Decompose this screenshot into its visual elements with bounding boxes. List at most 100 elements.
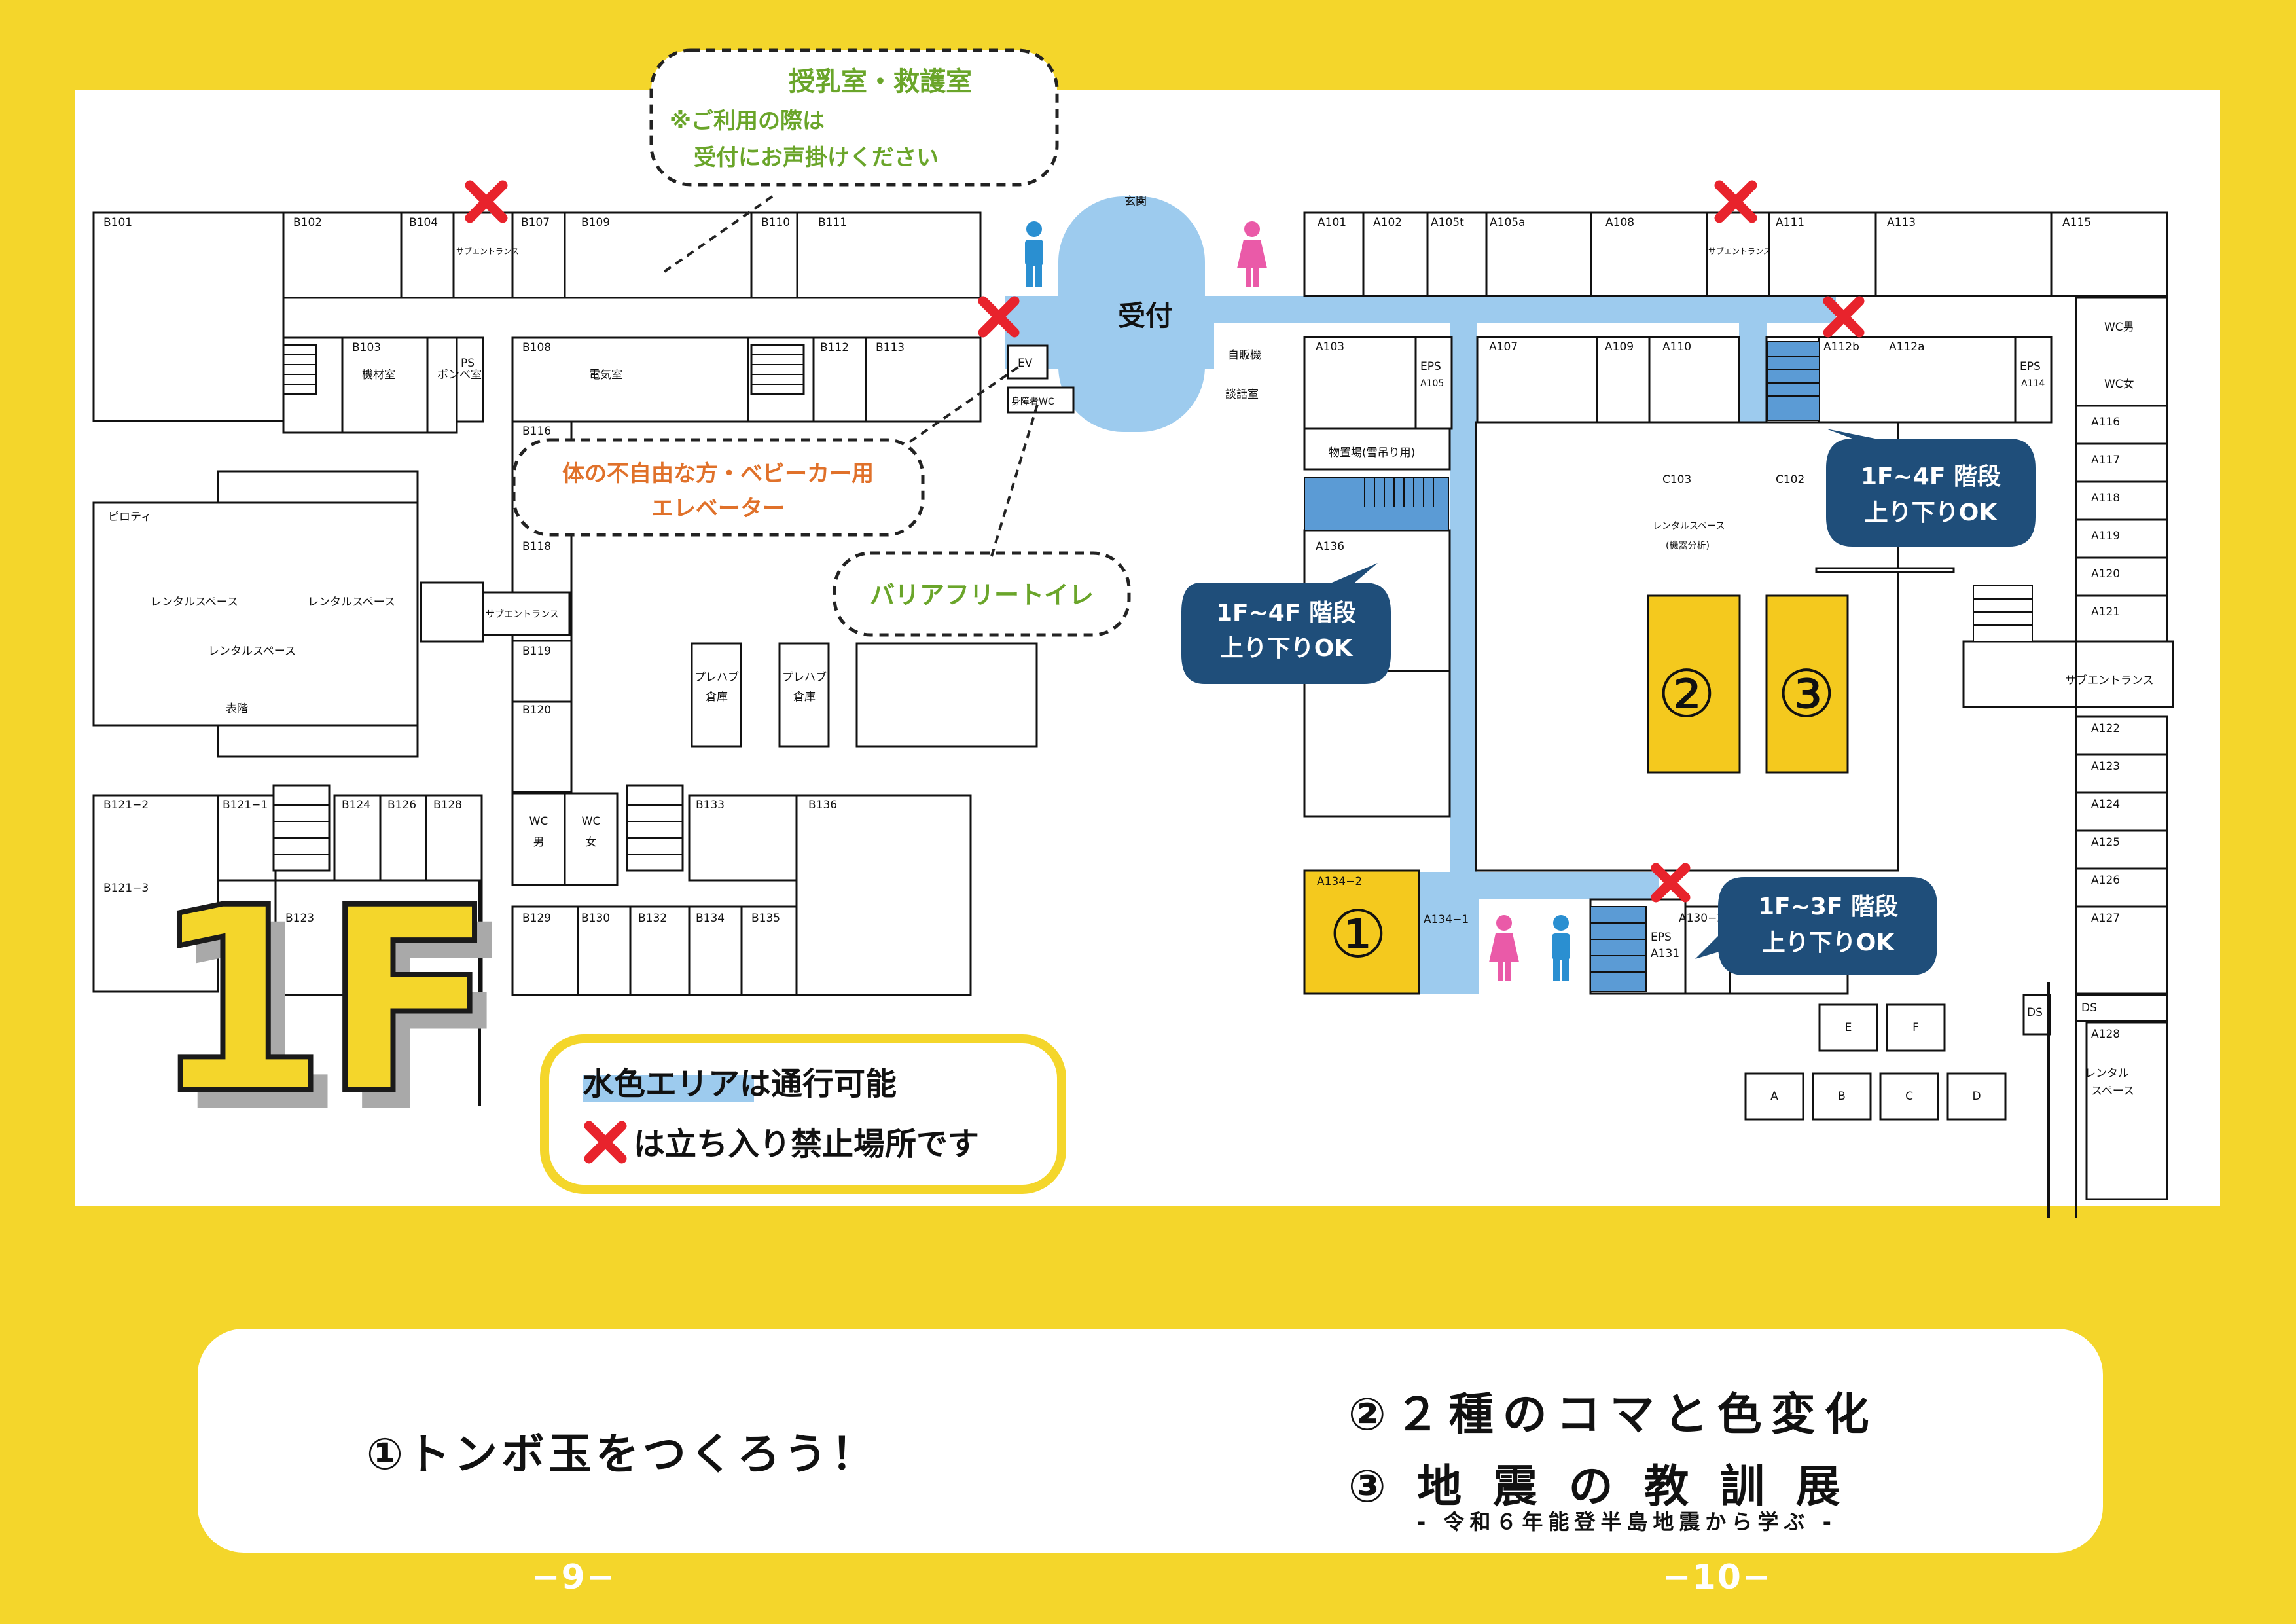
room-label: A130−2 [1679, 912, 1724, 925]
room-label: スペース [2091, 1085, 2134, 1098]
room-label: A112a [1889, 340, 1925, 353]
room-label: A108 [1605, 216, 1634, 229]
room-label: EPS [1420, 360, 1441, 373]
room-label: B119 [522, 645, 551, 658]
room-label: A128 [2091, 1028, 2120, 1041]
reception-label: 受付 [1118, 300, 1173, 332]
b-building [92, 211, 1075, 1106]
room-label: 男 [533, 836, 545, 849]
stair-bubble: 1F~3F 階段 上り下りOK [1695, 877, 1937, 975]
event-title-1: ①トンボ玉をつくろう！ [367, 1429, 878, 1479]
room-label: EPS [1651, 931, 1672, 944]
room-label: B128 [433, 799, 462, 812]
room-label: PS [461, 357, 475, 370]
room-label: C [1905, 1090, 1913, 1103]
room-label: プレハブ [694, 670, 739, 684]
room-label: レンタル [2085, 1067, 2129, 1080]
room-label: A109 [1605, 340, 1634, 353]
room-label: B102 [293, 216, 322, 229]
svg-text:※ご利用の際は: ※ご利用の際は [670, 108, 825, 134]
room-label: B130 [581, 912, 610, 925]
svg-text:上り下りOK: 上り下りOK [1762, 929, 1895, 956]
room-label: A119 [2091, 530, 2120, 543]
page-number-right: −10− [1662, 1558, 1772, 1597]
room-label: サブエントランス [1708, 246, 1771, 256]
room-label: B103 [352, 341, 381, 354]
room-label: A122 [2091, 722, 2120, 735]
room-label: B121−3 [103, 882, 149, 895]
stairs [272, 344, 805, 872]
room-label: 電気室 [589, 369, 622, 382]
room-label: B118 [522, 540, 551, 553]
room-label: A121 [2091, 605, 2120, 619]
room-label: 自販機 [1228, 349, 1261, 362]
room-label: サブエントランス [456, 246, 519, 256]
event-subtitle: - 令和６年能登半島地震から学ぶ - [1417, 1509, 1837, 1534]
room-label: WC女 [2104, 378, 2134, 391]
room-label: 倉庫 [706, 691, 728, 704]
room-label: EV [1018, 357, 1033, 370]
room-label: A114 [2021, 378, 2045, 389]
stair-bubble: 1F~4F 階段 上り下りOK [1826, 429, 2036, 547]
room-label: A136 [1316, 540, 1344, 553]
room-label: D [1972, 1090, 1981, 1103]
left-page-panel [198, 1329, 1165, 1553]
spot-number-2: ② [1657, 656, 1716, 732]
room-label: E [1845, 1021, 1852, 1034]
spot-number-3: ③ [1777, 656, 1836, 732]
room-label: A101 [1318, 216, 1346, 229]
svg-text:1F: 1F [151, 853, 490, 1150]
svg-text:上り下りOK: 上り下りOK [1865, 499, 1998, 526]
svg-text:水色エリアは通行可能: 水色エリアは通行可能 [583, 1066, 897, 1102]
svg-text:1F~4F 階段: 1F~4F 階段 [1861, 463, 2001, 490]
room-label: A105 [1420, 378, 1444, 389]
room-label: 物置場(雪吊り用) [1329, 446, 1415, 460]
female-toilet-icon [1237, 221, 1267, 287]
room-label: 身障者WC [1011, 397, 1054, 407]
room-label: A105t [1431, 216, 1464, 229]
room-label: DS [2081, 1001, 2097, 1015]
room-label: A107 [1489, 340, 1518, 353]
entrance-label: 玄関 [1124, 195, 1147, 208]
room-label: レンタルスペース [308, 596, 395, 609]
svg-text:受付にお声掛けください: 受付にお声掛けください [694, 145, 939, 171]
stairs [1304, 341, 2033, 992]
room-label: DS [2027, 1006, 2043, 1019]
room-label: ピロティ [108, 511, 152, 524]
room-label: B108 [522, 341, 551, 354]
room-label: B110 [761, 216, 790, 229]
room-label: B107 [521, 216, 550, 229]
room-label: B136 [808, 799, 837, 812]
room-label: C102 [1776, 473, 1804, 486]
room-label: WC [529, 815, 548, 828]
room-label: A125 [2091, 836, 2120, 849]
svg-text:授乳室・救護室: 授乳室・救護室 [789, 67, 972, 97]
room-label: A124 [2091, 798, 2120, 811]
room-label: A112b [1823, 340, 1859, 353]
svg-text:1F~3F 階段: 1F~3F 階段 [1758, 893, 1898, 920]
room-label: サブエントランス [486, 609, 559, 620]
room-label: A134−2 [1317, 875, 1362, 888]
room-labels: B101 B102 B104 サブエントランス B107 B109 B110 B… [103, 216, 2154, 1103]
room-label: A116 [2091, 416, 2120, 429]
svg-text:は立ち入り禁止場所です: は立ち入り禁止場所です [634, 1126, 979, 1163]
room-label: B113 [876, 341, 905, 354]
room-label: A105a [1490, 216, 1526, 229]
room-label: A117 [2091, 454, 2120, 467]
room-label: 表階 [226, 702, 248, 715]
event-title-3: ③ 地 震 の 教 訓 展 [1348, 1461, 1848, 1513]
stair-bubble: 1F~4F 階段 上り下りOK [1181, 563, 1391, 684]
room-label: B101 [103, 216, 132, 229]
room-label: B [1838, 1090, 1846, 1103]
male-toilet-icon [1552, 915, 1570, 981]
room-label: A115 [2062, 216, 2091, 229]
room-label: F [1912, 1021, 1919, 1034]
room-label: B135 [751, 912, 780, 925]
room-label: (機器分析) [1666, 541, 1710, 551]
room-label: A [1770, 1090, 1778, 1103]
male-toilet-icon [1025, 221, 1043, 287]
room-label: 倉庫 [793, 691, 816, 704]
room-label: B124 [342, 799, 370, 812]
callout-elevator: 体の不自由な方・ベビーカー用 エレベーター [512, 365, 1020, 537]
